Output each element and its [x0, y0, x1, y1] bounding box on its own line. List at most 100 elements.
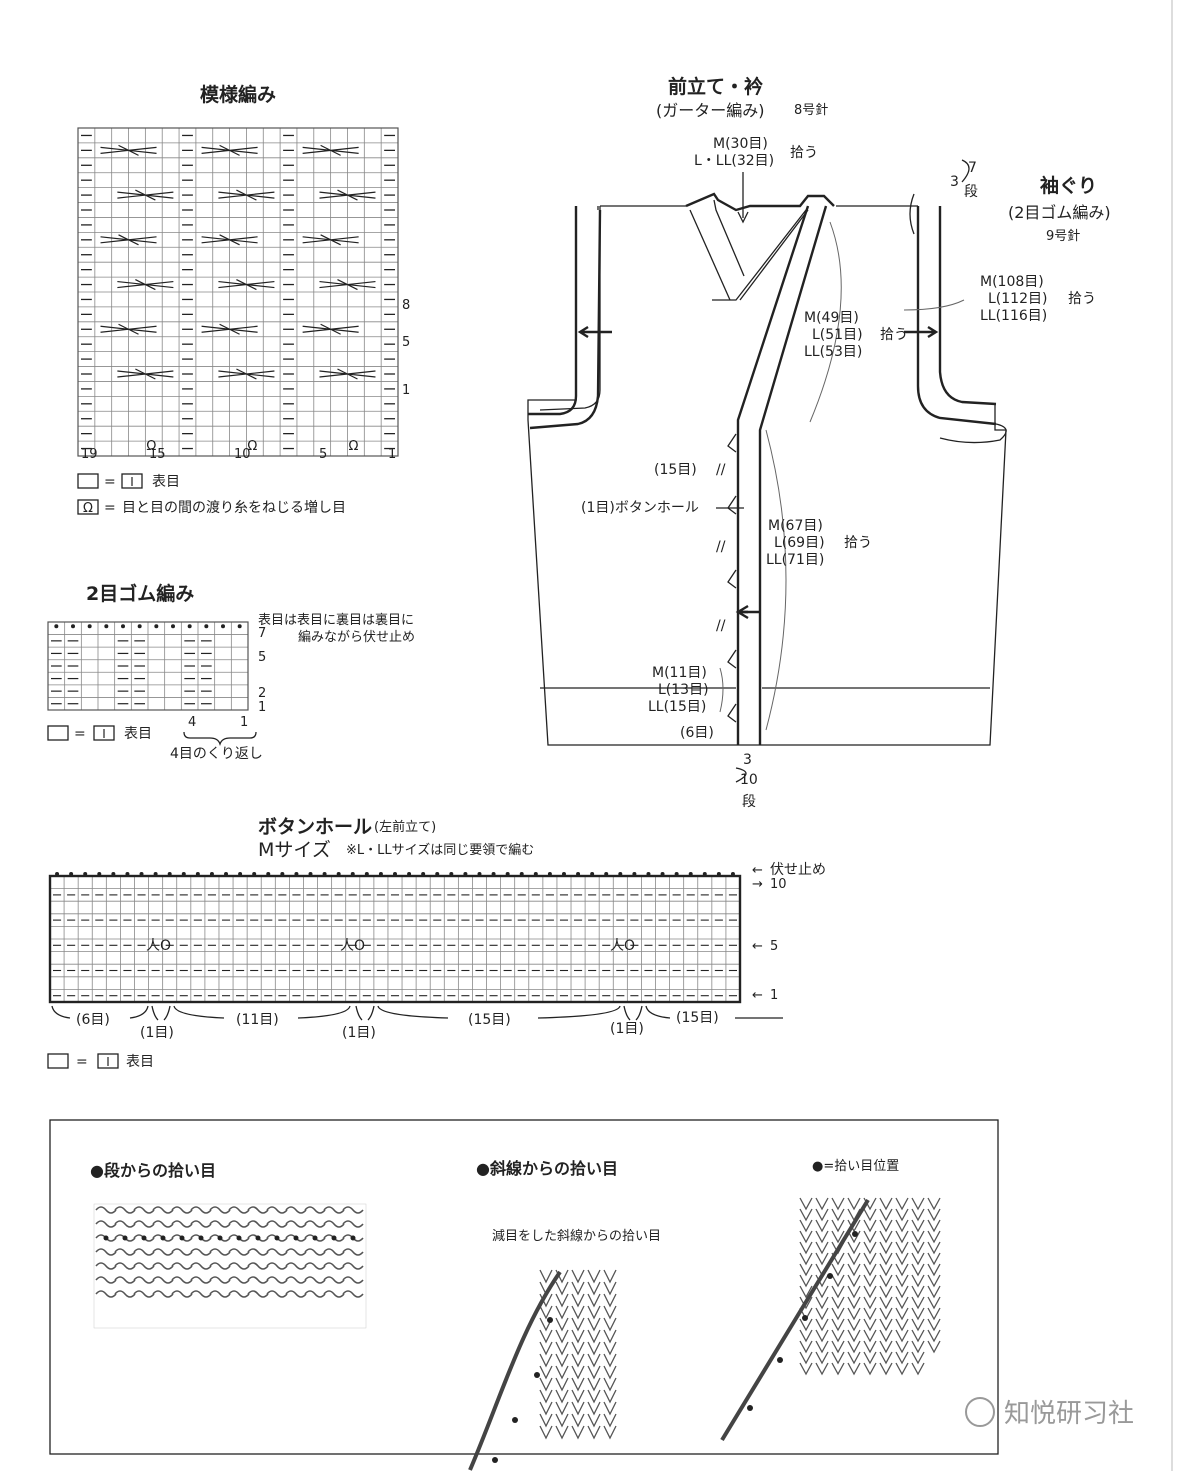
buttonhole-size: Mサイズ: [258, 839, 331, 861]
pattern-col-1: 1: [388, 447, 396, 462]
svg-text:Ω: Ω: [247, 439, 257, 454]
pattern-row-5: 5: [402, 335, 410, 350]
span-11: (11目): [236, 1012, 279, 1028]
knit-legend-text: 表目: [152, 474, 180, 490]
pattern-col-15: 15: [149, 447, 166, 462]
buttonhole-title: ボタンホール: [258, 816, 372, 838]
v-l: L(51目): [812, 327, 863, 343]
bh-row-1: 1: [770, 988, 778, 1003]
pickup-legend: ●=拾い目位置: [812, 1159, 899, 1174]
rib-col-1: 1: [240, 715, 248, 730]
gap-15: (15目): [654, 462, 697, 478]
front-m: M(67目): [768, 518, 823, 534]
arm-pick: 拾う: [1068, 291, 1096, 307]
row5-arrow: ←: [752, 939, 763, 954]
twist-increase-legend-box: [77, 499, 99, 515]
rib-row-7: 7: [258, 626, 266, 641]
legend-eq: =: [104, 474, 116, 490]
arm-ll: LL(116目): [980, 308, 1047, 324]
buttonhole-title-sub: (左前立て): [374, 819, 436, 835]
row-pickup-illustration: [93, 1203, 367, 1329]
watermark-text: 知悦研习社: [1004, 1399, 1134, 1429]
gap-mark-2: //: [716, 539, 726, 555]
span-1a: (1目): [140, 1025, 174, 1041]
slant-pickup-illustration: [468, 1269, 617, 1471]
bottom-dan: 段: [742, 794, 756, 810]
decrease-slant-illustration: [720, 1197, 941, 1442]
bindoff-label: 伏せ止め: [770, 862, 826, 878]
bottom-6: (6目): [680, 725, 714, 741]
watermark-logo: [965, 1397, 995, 1427]
pattern-col-5: 5: [319, 447, 327, 462]
buttonhole-label: (1目)ボタンホール: [581, 500, 699, 516]
bindoff-arrow: ←: [752, 863, 763, 878]
pickup-illustration-box: ●段からの拾い目 ●斜線からの拾い目 ●=拾い目位置 減目をした斜線からの拾い目…: [49, 1119, 1134, 1471]
buttonhole-size-note: ※L・LLサイズは同じ要領で編む: [346, 842, 534, 858]
buttonhole-mark-1: 人O: [146, 938, 171, 954]
svg-text:Ω: Ω: [348, 439, 358, 454]
pattern-row-8: 8: [402, 298, 410, 313]
pattern-row-1: 1: [402, 383, 410, 398]
bh-legend-eq: =: [76, 1054, 88, 1070]
knit-legend-box: [77, 473, 99, 489]
rib-col-4: 4: [188, 715, 196, 730]
rib-row-5: 5: [258, 650, 266, 665]
twist-symbol: Ω: [83, 501, 93, 516]
front-ll: LL(71目): [766, 552, 824, 568]
rib-legend-text: 表目: [124, 726, 152, 742]
rib-chart: 2目ゴム編み 表目は表目に裏目は裏目に 編みながら伏せ止め 7 5 2 1 4 …: [47, 582, 415, 762]
armhole-sub: (2目ゴム編み): [1008, 203, 1111, 222]
front-l: L(69目): [774, 535, 825, 551]
bottom-l: L(13目): [658, 682, 709, 698]
arm-3: 3: [950, 174, 959, 190]
rib-note-line1: 表目は表目に裏目は裏目に: [258, 613, 414, 628]
arm-l: L(112目): [988, 291, 1047, 307]
bh-row-10: 10: [770, 877, 787, 892]
bh-legend-text: 表目: [126, 1054, 154, 1070]
bh-row-5: 5: [770, 939, 778, 954]
buttonhole-mark-2: 人O: [340, 938, 365, 954]
twist-increase-legend-text: 目と目の間の渡り糸をねじる増し目: [122, 500, 346, 516]
span-15a: (15目): [468, 1012, 511, 1028]
buttonhole-mark-3: 人O: [610, 938, 635, 954]
v-pick: 拾う: [880, 327, 908, 343]
front-pick: 拾う: [844, 535, 872, 551]
bottom-10: 10: [740, 772, 758, 788]
bottom-ll: LL(15目): [648, 699, 706, 715]
gap-mark-3: //: [716, 618, 726, 634]
pickup-mid-title: ●斜線からの拾い目: [476, 1159, 618, 1178]
pickup-left-title: ●段からの拾い目: [90, 1161, 216, 1180]
pattern-col-10: 10: [234, 447, 251, 462]
v-m: M(49目): [804, 310, 859, 326]
rib-chart-title: 2目ゴム編み: [86, 582, 194, 605]
rib-legend-eq: =: [74, 726, 86, 742]
pattern-col-19: 19: [81, 447, 98, 462]
row10-arrow: →: [752, 877, 763, 892]
rib-row-2: 2: [258, 686, 266, 701]
gap-mark-1: //: [716, 462, 726, 478]
rib-row-1: 1: [258, 700, 266, 715]
neck-m: M(30目): [713, 136, 768, 152]
buttonhole-chart: ボタンホール (左前立て) Mサイズ ※L・LLサイズは同じ要領で編む 人O 人…: [47, 816, 826, 1070]
span-1c: (1目): [610, 1021, 644, 1037]
bottom-3: 3: [743, 752, 752, 768]
rib-note-line2: 編みながら伏せ止め: [298, 629, 415, 645]
armhole-title: 袖ぐり: [1040, 174, 1097, 197]
front-band-title: 前立て・衿: [668, 75, 763, 98]
v-ll: LL(53目): [804, 344, 862, 360]
arm-7: 7: [968, 160, 977, 176]
arm-m: M(108目): [980, 274, 1044, 290]
vest-schematic: 前立て・衿 (ガーター編み) 8号針 M(30目) L・LL(32目) 拾う 袖…: [527, 75, 1111, 810]
span-6: (6目): [76, 1012, 110, 1028]
span-15b: (15目): [676, 1010, 719, 1026]
neck-l-ll: L・LL(32目): [694, 153, 774, 169]
rib-repeat-label: 4目のくり返し: [170, 746, 263, 762]
arm-dan: 段: [964, 184, 978, 200]
pickup-sub: 減目をした斜線からの拾い目: [492, 1228, 661, 1244]
pattern-chart-title: 模様編み: [200, 83, 276, 106]
neck-pick: 拾う: [790, 145, 818, 161]
front-band-sub: (ガーター編み): [656, 101, 765, 120]
bottom-m: M(11目): [652, 665, 707, 681]
front-band-needle: 8号針: [794, 103, 828, 118]
